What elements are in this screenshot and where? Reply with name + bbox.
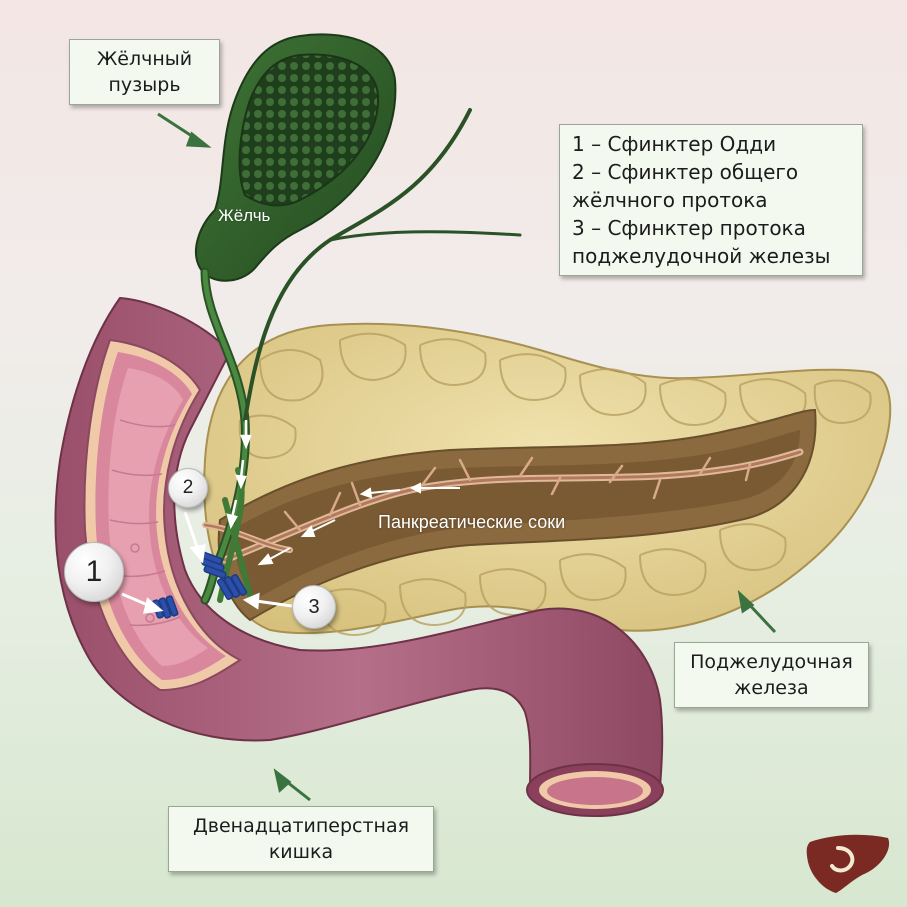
- legend-line-1: 1 – Сфинктер Одди: [572, 132, 777, 156]
- duodenum-label-line2: кишка: [268, 841, 334, 863]
- sphincter-common-bile-duct: [199, 551, 227, 579]
- legend-line-4: 3 – Сфинктер протока: [572, 216, 806, 240]
- marker-2: 2: [168, 468, 208, 508]
- duodenum-label-line1: Двенадцатиперстная: [192, 815, 410, 837]
- legend-box: 1 – Сфинктер Одди 2 – Сфинктер общего жё…: [559, 124, 863, 276]
- pancreas-label-line1: Поджелудочная: [690, 651, 853, 673]
- gallbladder-label: Жёлчный пузырь: [69, 39, 220, 105]
- gallbladder: [195, 33, 397, 282]
- label-arrows: [157, 112, 777, 802]
- legend-line-5: поджелудочной железы: [572, 244, 831, 268]
- liver-icon: [806, 834, 890, 893]
- gallbladder-label-line1: Жёлчный: [96, 48, 193, 70]
- bile-flow-arrows: [226, 420, 252, 530]
- duodenum-label: Двенадцатиперстная кишка: [168, 806, 434, 872]
- marker-pointers: [121, 511, 293, 614]
- legend-line-2: 2 – Сфинктер общего: [572, 160, 799, 184]
- pancreatic-duct: [202, 448, 804, 564]
- marker-1: 1: [64, 542, 124, 602]
- sphincter-pancreatic-duct: [216, 573, 248, 601]
- pancreatic-juice-label: Панкреатические соки: [378, 512, 566, 532]
- juice-flow-arrows: [257, 482, 460, 566]
- pancreas-label: Поджелудочная железа: [674, 642, 869, 708]
- gallbladder-label-line2: пузырь: [108, 74, 181, 96]
- pancreas-label-line2: железа: [734, 677, 809, 699]
- marker-3: 3: [292, 585, 336, 629]
- legend-line-3: жёлчного протока: [572, 188, 768, 212]
- bile-label: Жёлчь: [218, 206, 271, 225]
